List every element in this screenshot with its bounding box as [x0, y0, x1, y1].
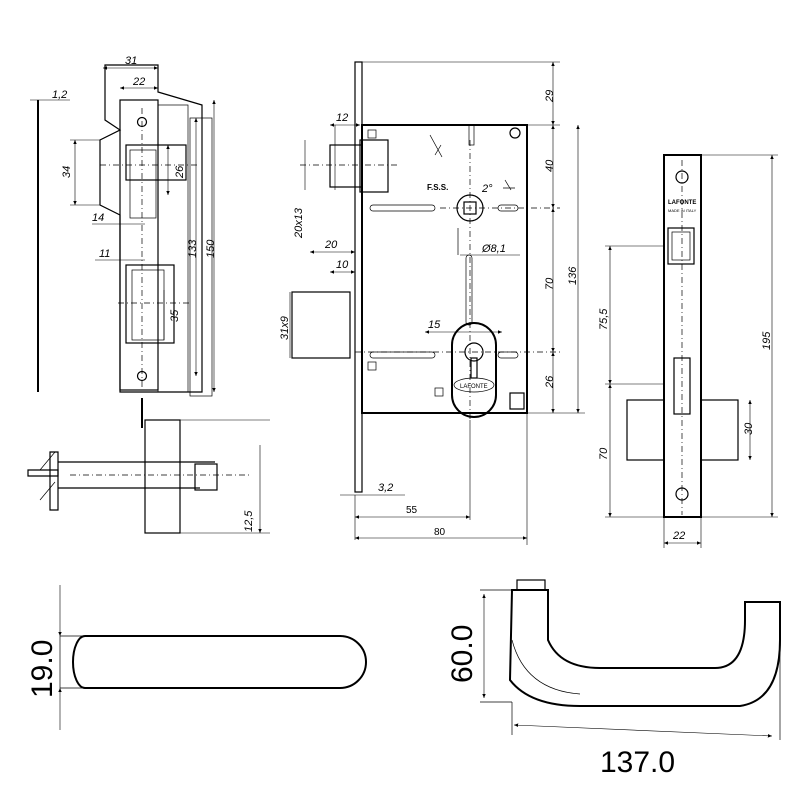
latch-bevel — [39, 451, 56, 501]
latch-housing — [359, 139, 389, 193]
slot-upper — [369, 204, 436, 212]
dim-8-1-label: Ø8,1 — [481, 243, 506, 255]
deadbolt-window — [125, 264, 175, 344]
dim-75-5-label: 75,5 — [598, 308, 610, 330]
slot-vertical — [465, 254, 473, 326]
small-part-2 — [434, 387, 444, 397]
dim-11-label: 11 — [99, 248, 110, 260]
dim-31x9-label: 31x9 — [279, 316, 291, 340]
dim-137-label: 137.0 — [600, 746, 675, 779]
cylinder-badge — [453, 377, 495, 393]
dim-1-2-label: 1,2 — [52, 89, 67, 101]
lock-body-view: LAFONTE F.S.S. 29 12 40 2° 20x13 20 — [279, 61, 585, 545]
dim-29-label: 29 — [544, 90, 556, 103]
latch-bolt — [329, 144, 363, 188]
rosette-view: 19.0 — [26, 585, 367, 730]
dim-195-label: 195 — [761, 331, 773, 350]
strike-made-in-mark: MADE IN ITALY — [668, 208, 697, 213]
cylinder-outline — [451, 322, 497, 418]
strike-latch-inner — [671, 231, 691, 261]
pin-mark — [503, 179, 515, 191]
strike-plate-view: LAFONTE MADE IN ITALY 195 75,5 70 30 22 — [598, 154, 778, 548]
bolt-body-side — [144, 419, 181, 534]
handle-spindle — [516, 579, 546, 591]
small-part-1 — [367, 129, 377, 139]
latch-slot — [129, 149, 157, 219]
slot-lower — [369, 351, 436, 359]
fss-mark: F.S.S. — [427, 183, 448, 192]
deadbolt — [291, 291, 351, 359]
dim-60-label: 60.0 — [446, 625, 479, 683]
dim-20x13-label: 20x13 — [293, 207, 305, 239]
dim-136-label: 136 — [567, 266, 579, 285]
dim-133-label: 133 — [187, 239, 199, 258]
faceplate-side — [157, 104, 189, 393]
dim-14-label: 14 — [92, 212, 104, 224]
dim-26-label: 26 — [174, 165, 186, 179]
strike-plate — [663, 154, 702, 518]
dim-40-label: 40 — [544, 159, 556, 172]
dim-10-label: 10 — [336, 259, 349, 271]
faceplate-front-view: 1,2 31 22 34 26 14 — [30, 55, 217, 397]
dim-15-label: 15 — [428, 319, 441, 331]
dim-30-label: 30 — [743, 422, 755, 435]
dim-19-label: 19.0 — [26, 640, 59, 698]
handle-profile — [508, 589, 781, 707]
small-part-3 — [367, 361, 377, 371]
faceplate-back — [189, 117, 213, 397]
lever-handle-view: 60.0 137.0 — [446, 579, 781, 779]
dim-2deg-label: 2° — [481, 183, 493, 195]
lock-brand-mark: LAFONTE — [460, 384, 488, 390]
dim-70-strike-label: 70 — [598, 447, 610, 460]
bolt-side-view: 12,5 — [27, 398, 270, 534]
dim-3-2-label: 3,2 — [378, 482, 393, 494]
case-tab-bottom — [509, 392, 525, 410]
lock-case — [361, 124, 528, 414]
dim-22-label: 22 — [132, 76, 145, 88]
bolt-tail — [194, 463, 218, 491]
strike-latch-opening — [667, 227, 695, 265]
lock-faceplate-edge — [354, 61, 363, 493]
strike-box-left — [626, 399, 665, 461]
faceplate-body — [119, 99, 159, 391]
dim-26-lock-label: 26 — [544, 375, 556, 389]
dim-12-label: 12 — [336, 112, 348, 124]
dim-12-5-label: 12,5 — [243, 510, 255, 532]
rosette-profile — [72, 635, 367, 689]
strike-box-right — [700, 399, 739, 461]
deadbolt-slot — [131, 269, 165, 341]
dim-150-label: 150 — [205, 239, 217, 258]
dim-80-label: 80 — [434, 527, 446, 538]
faceplate-section — [49, 451, 59, 511]
dim-31-label: 31 — [125, 55, 137, 67]
dim-70-label: 70 — [544, 277, 556, 290]
dim-55-label: 55 — [406, 505, 418, 516]
handle-inner-curve — [511, 639, 581, 695]
dim-20-label: 20 — [324, 239, 338, 251]
dim-22-strike-label: 22 — [672, 530, 685, 542]
case-screw-top — [509, 127, 521, 139]
dim-34-label: 34 — [61, 166, 73, 178]
spring-mark — [429, 134, 443, 158]
dim-137-line — [513, 723, 773, 738]
latch-tip — [27, 469, 59, 477]
slot-lower-right — [497, 351, 519, 359]
dim-35-label: 35 — [169, 309, 181, 322]
